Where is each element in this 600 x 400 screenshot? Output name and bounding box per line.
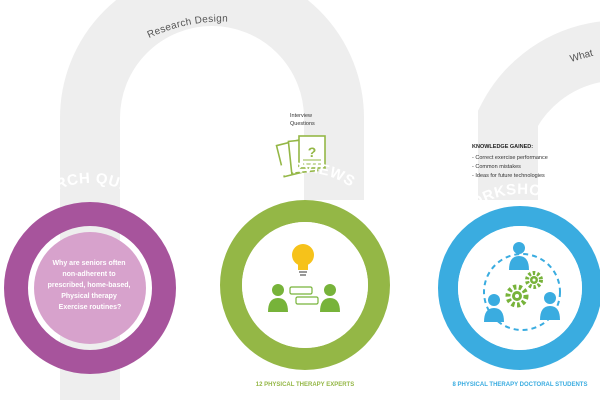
- person-icon: [540, 292, 560, 320]
- interviews-caption: 12 PHYSICAL THERAPY EXPERTS: [256, 382, 354, 388]
- lightbulb-icon: [292, 244, 314, 276]
- interviews-ring: [220, 200, 390, 370]
- interview-questions-label: Interview Questions: [290, 113, 315, 127]
- person-icon: [268, 284, 288, 312]
- dashed-cycle: [483, 253, 561, 331]
- speech-bubble-icon: [289, 286, 319, 305]
- knowledge-item: - Correct exercise performance: [472, 155, 548, 161]
- person-icon: [509, 242, 529, 270]
- research-question-disc: [34, 232, 146, 344]
- knowledge-item: - Ideas for future technologies: [472, 173, 545, 179]
- person-icon: [484, 294, 504, 322]
- knowledge-heading: KNOWLEDGE GAINED:: [472, 144, 533, 150]
- research-question-ring: [4, 202, 176, 374]
- knowledge-gained-list: KNOWLEDGE GAINED: - Correct exercise per…: [472, 144, 548, 179]
- flow-arch-right: [478, 21, 600, 200]
- workshops-node: WORKSHOPS 8 PHYSICAL THERAPY DOCTORAL ST…: [438, 181, 600, 388]
- flow-arch-left: [60, 0, 364, 400]
- knowledge-item: - Common mistakes: [472, 164, 521, 170]
- person-icon: [320, 284, 340, 312]
- interviews-node: INTERVIEWS 12 PHYSICAL THERAPY EXPERTS: [220, 159, 390, 388]
- workshops-ring: [438, 206, 600, 370]
- research-question-text: Why are seniors often non-adherent to pr…: [48, 260, 133, 311]
- gear-icon: [505, 284, 529, 308]
- svg-text:?: ?: [308, 144, 317, 160]
- workshops-caption: 8 PHYSICAL THERAPY DOCTORAL STUDENTS: [453, 382, 588, 388]
- gear-icon: [525, 271, 543, 289]
- documents-icon: ?: [275, 135, 326, 178]
